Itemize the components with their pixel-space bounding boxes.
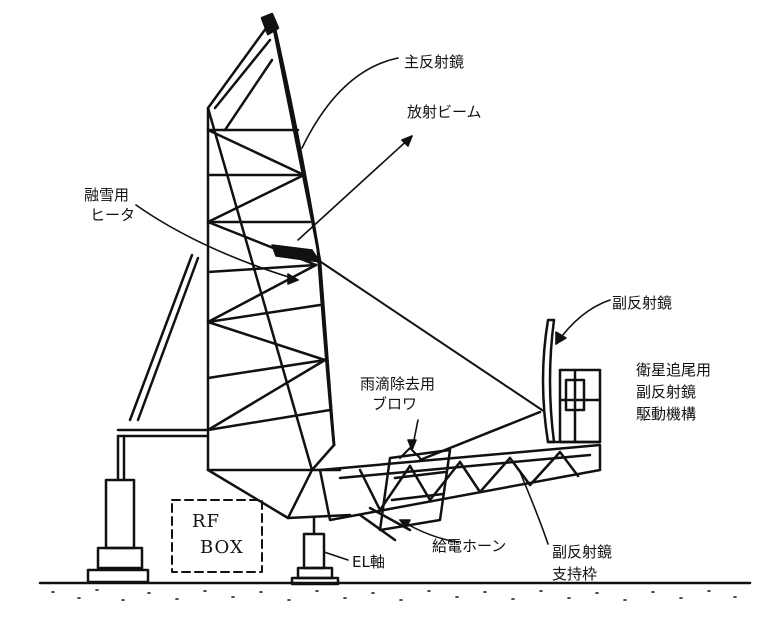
label-tracking-1: 衛星追尾用 (636, 361, 712, 379)
tracking-drive-mechanism (546, 368, 602, 444)
label-rain-blower-1: 雨滴除去用 (360, 375, 436, 393)
label-rf-box-2: BOX (200, 537, 244, 558)
label-radiated-beam: 放射ビーム (407, 103, 482, 121)
subreflector (541, 318, 556, 444)
hydraulic-jack (86, 434, 150, 584)
label-tracking-3: 駆動機構 (636, 405, 697, 423)
main-reflector-dish (270, 14, 336, 447)
feed-horn (358, 448, 452, 542)
label-snow-heater-1: 融雪用 (84, 186, 130, 204)
label-tracking-2: 副反射鏡 (636, 383, 697, 401)
label-sub-support-1: 副反射鏡 (552, 543, 613, 561)
main-reflector-frame (206, 12, 336, 472)
label-rain-blower-2: ブロワ (372, 395, 418, 413)
label-feed-horn: 給電ホーン (432, 537, 507, 555)
label-el-axis: EL軸 (352, 553, 385, 571)
label-main-reflector: 主反射鏡 (404, 53, 465, 71)
subreflector-support-frame (318, 410, 602, 522)
label-subreflector: 副反射鏡 (612, 294, 673, 312)
rain-blower (399, 447, 421, 459)
label-snow-heater-2: ヒータ (90, 206, 136, 224)
ground (38, 581, 752, 601)
leader-lines (135, 57, 611, 561)
beam-path (317, 259, 546, 413)
rf-box-outline (171, 499, 263, 573)
label-rf-box-1: RF (192, 511, 221, 532)
label-sub-support-2: 支持枠 (552, 565, 598, 583)
heater-plate (271, 244, 321, 263)
counterweight-arm (116, 253, 210, 438)
el-axis-pedestal (290, 516, 340, 586)
